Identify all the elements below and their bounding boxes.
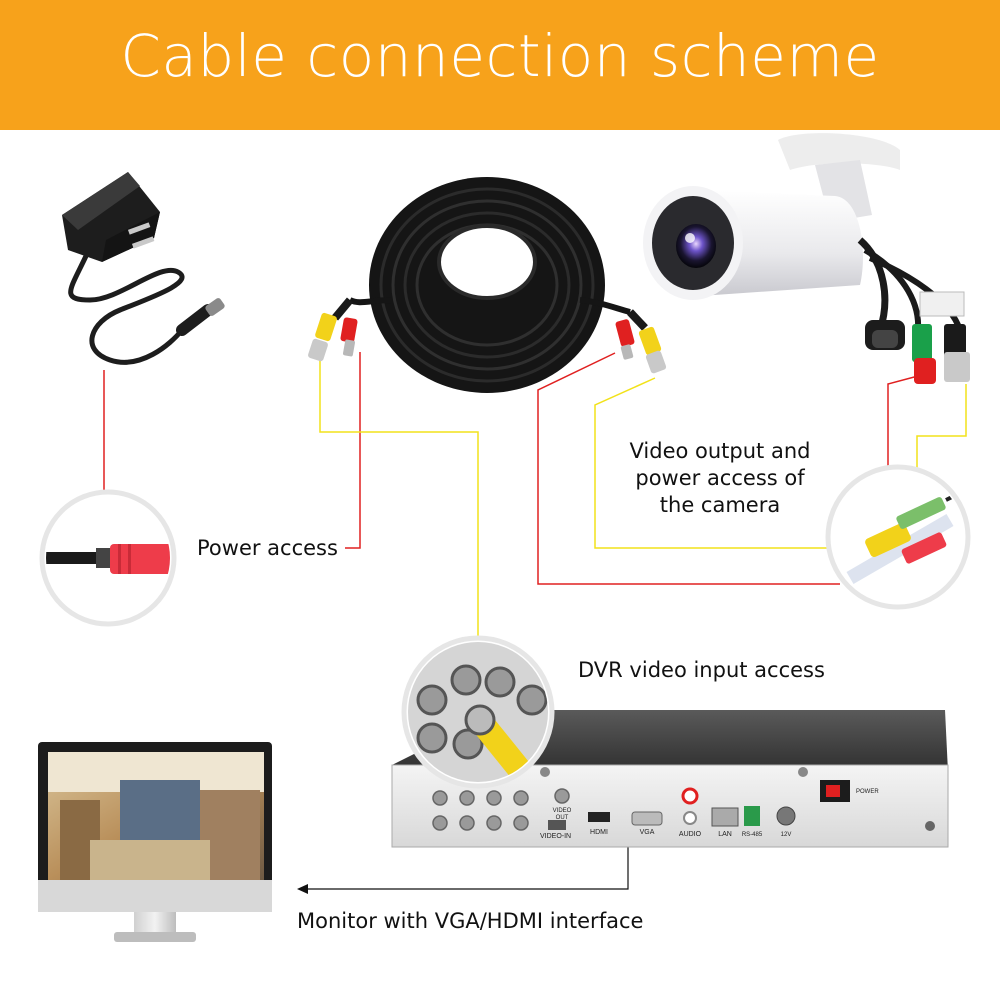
label-audio: AUDIO (679, 831, 702, 838)
dvr-input-callout (401, 635, 555, 789)
label-video-in: VIDEO-IN (540, 833, 571, 840)
label-video-out-2: OUT (556, 815, 569, 821)
video-connection-lines (319, 360, 967, 642)
power-access-label: Power access (197, 536, 338, 560)
dvr-input-label: DVR video input access (578, 658, 825, 682)
camera-output-line-2: power access of (635, 466, 805, 490)
power-connection-lines (103, 352, 919, 585)
header-banner: Cable connection scheme (0, 0, 1000, 130)
label-rs485: RS-485 (742, 832, 763, 838)
camera-output-line-3: the camera (659, 493, 781, 517)
label-vga: VGA (640, 829, 655, 836)
label-lan: LAN (718, 831, 732, 838)
label-12v: 12V (781, 832, 792, 838)
label-hdmi: HDMI (590, 829, 608, 836)
camera-plug-callout (825, 464, 971, 610)
camera-output-line-1: Video output and (629, 439, 811, 463)
bnc-ports (432, 788, 570, 831)
monitor-label: Monitor with VGA/HDMI interface (297, 909, 644, 933)
monitor-icon (38, 742, 272, 942)
power-adapter-icon (62, 172, 225, 365)
bullet-camera-icon (643, 133, 970, 384)
camera-output-label: Video output and power access of the cam… (600, 438, 840, 519)
label-power: POWER (856, 789, 879, 795)
monitor-arrow (297, 830, 629, 894)
power-plug-callout (39, 489, 177, 627)
coax-cable-reel-icon (308, 177, 667, 393)
page-title: Cable connection scheme (120, 22, 880, 90)
label-video-out-1: VIDEO (553, 808, 572, 814)
